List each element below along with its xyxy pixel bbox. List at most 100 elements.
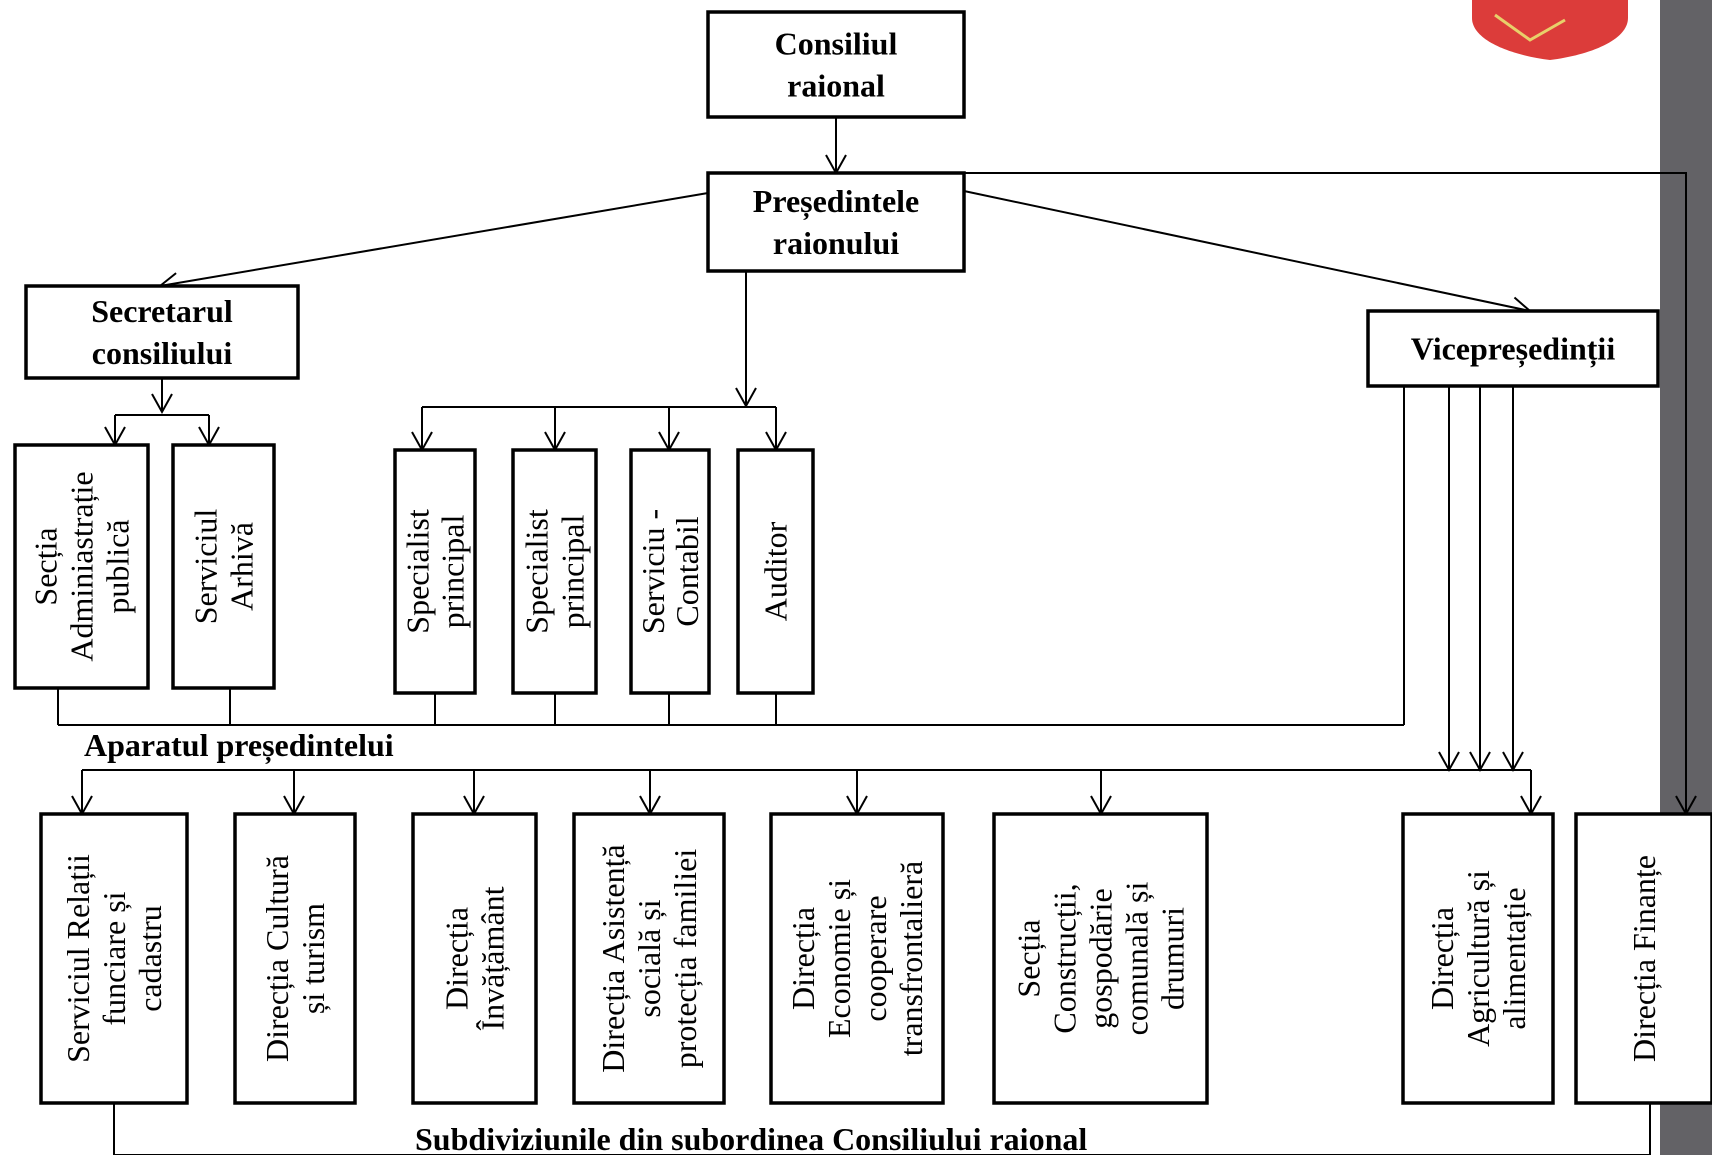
subdivisions-label: Subdiviziunile din subordinea Consiliulu…	[415, 1121, 1087, 1155]
box-directia-agricultura-line: Agricultură și	[1460, 870, 1496, 1047]
presedintele-to-vicepresedintii-line	[963, 190, 1531, 312]
box-directia-agricultura-frame	[1401, 812, 1555, 1105]
box-vicepresedintii-line: Vicepreședinții	[1411, 331, 1616, 368]
box-serviciu-contabil-frame	[629, 448, 711, 695]
box-directia-invatamant-line: Direcția	[439, 907, 475, 1010]
apparatus-label: Aparatul președintelui	[84, 727, 394, 764]
box-directia-finante-label: Direcția Finanțe	[1626, 855, 1662, 1062]
box-sectia-administratie-line: publică	[100, 519, 136, 613]
box-directia-asistenta-line: Direcția Asistență	[595, 844, 631, 1072]
box-consiliul-line: raional	[787, 68, 885, 104]
box-directia-economie-line: transfrontalieră	[893, 861, 929, 1056]
box-sectia-constructii-line: comunală și	[1119, 882, 1155, 1036]
box-sectia-administratie-line: Secția	[28, 527, 64, 605]
box-directia-agricultura-line: alimentație	[1496, 887, 1532, 1029]
box-serviciul-relatii-funciare-line: Serviciul Relații	[60, 854, 96, 1063]
box-secretarul-line: Secretarul	[91, 293, 233, 329]
box-auditor-frame	[736, 448, 815, 695]
box-serviciul-arhiva-line: Arhivă	[224, 522, 260, 611]
box-presedintele-line: Președintele	[753, 183, 919, 220]
box-vicepresedintii: Vicepreședinții	[1366, 309, 1660, 388]
box-specialist-principal-2-line: Specialist	[519, 509, 555, 634]
box-directia-cultura-line: Direcția Cultură	[259, 855, 295, 1062]
box-secretarul-line: consiliului	[92, 335, 233, 371]
box-sectia-administratie-line: Adminiastrație	[64, 471, 100, 661]
box-directia-economie-frame	[769, 812, 945, 1105]
box-directia-asistenta-frame	[572, 812, 726, 1105]
presedintele-to-secretarul-line	[159, 192, 709, 287]
group-labels: Aparatul președintelui Subdiviziunile di…	[84, 727, 1087, 1155]
box-specialist-principal-1-frame	[393, 448, 477, 695]
box-consiliul-frame	[706, 10, 966, 119]
box-sectia-constructii-line: Construcții,	[1047, 883, 1083, 1033]
secretarul-down-arrow	[151, 393, 173, 415]
box-directia-agricultura-line: Direcția	[1424, 907, 1460, 1010]
box-specialist-principal-2-line: principal	[555, 515, 591, 629]
box-directia-invatamant-frame	[411, 812, 538, 1105]
box-presedintele: Președintele raionului	[706, 171, 966, 273]
box-sectia-administratie-frame	[13, 443, 150, 690]
box-vicepresedintii-frame	[1366, 309, 1660, 388]
box-directia-economie-line: Direcția	[785, 907, 821, 1010]
box-sectia-constructii-line: Secția	[1011, 919, 1047, 997]
coat-of-arms-icon	[1472, 0, 1628, 60]
box-directia-cultura-frame	[233, 812, 357, 1105]
box-specialist-principal-2-frame	[511, 448, 598, 695]
box-specialist-principal-1-line: principal	[435, 515, 471, 629]
box-directia-finante-line: Direcția Finanțe	[1626, 855, 1662, 1062]
box-serviciul-relatii-funciare-line: cadastru	[132, 905, 168, 1012]
box-directia-economie-line: cooperare	[857, 895, 893, 1021]
box-sectia-constructii-frame	[992, 812, 1209, 1105]
box-directia-finante-frame	[1574, 812, 1712, 1105]
box-serviciul-relatii-funciare-frame	[39, 812, 189, 1105]
box-sectia-constructii-line: drumuri	[1155, 907, 1191, 1010]
box-auditor-label: Auditor	[758, 521, 794, 621]
box-auditor-line: Auditor	[758, 521, 794, 621]
box-presedintele-frame	[706, 171, 966, 273]
box-consiliul: Consiliul raional	[706, 10, 966, 119]
box-directia-invatamant-line: Învățământ	[475, 886, 511, 1030]
box-directia-asistenta-line: socială și	[631, 899, 667, 1017]
box-secretarul-frame	[24, 284, 300, 380]
presedintele-to-finante-line	[964, 172, 1687, 814]
box-sectia-constructii-line: gospodărie	[1083, 888, 1119, 1028]
connector-lines	[57, 117, 1697, 1155]
box-consiliul-line: Consiliul	[775, 26, 898, 62]
box-presedintele-line: raionului	[773, 225, 899, 261]
box-serviciu-contabil-label: Serviciu -Contabil	[635, 509, 705, 634]
box-serviciu-contabil-line: Serviciu -	[635, 509, 671, 634]
box-directia-cultura-line: și turism	[295, 903, 331, 1014]
box-serviciu-contabil-line: Contabil	[669, 516, 705, 626]
box-serviciul-relatii-funciare-line: funciare și	[96, 891, 132, 1025]
box-directia-asistenta-line: protecția familiei	[667, 849, 703, 1069]
box-secretarul: Secretarul consiliului	[24, 284, 300, 380]
box-serviciu-contabil: Serviciu -Contabil	[629, 448, 711, 695]
box-directia-finante: Direcția Finanțe	[1574, 812, 1712, 1105]
box-serviciul-arhiva-frame	[171, 443, 276, 690]
box-serviciul-arhiva-line: Serviciul	[188, 509, 224, 625]
box-directia-economie-line: Economie și	[821, 879, 857, 1038]
